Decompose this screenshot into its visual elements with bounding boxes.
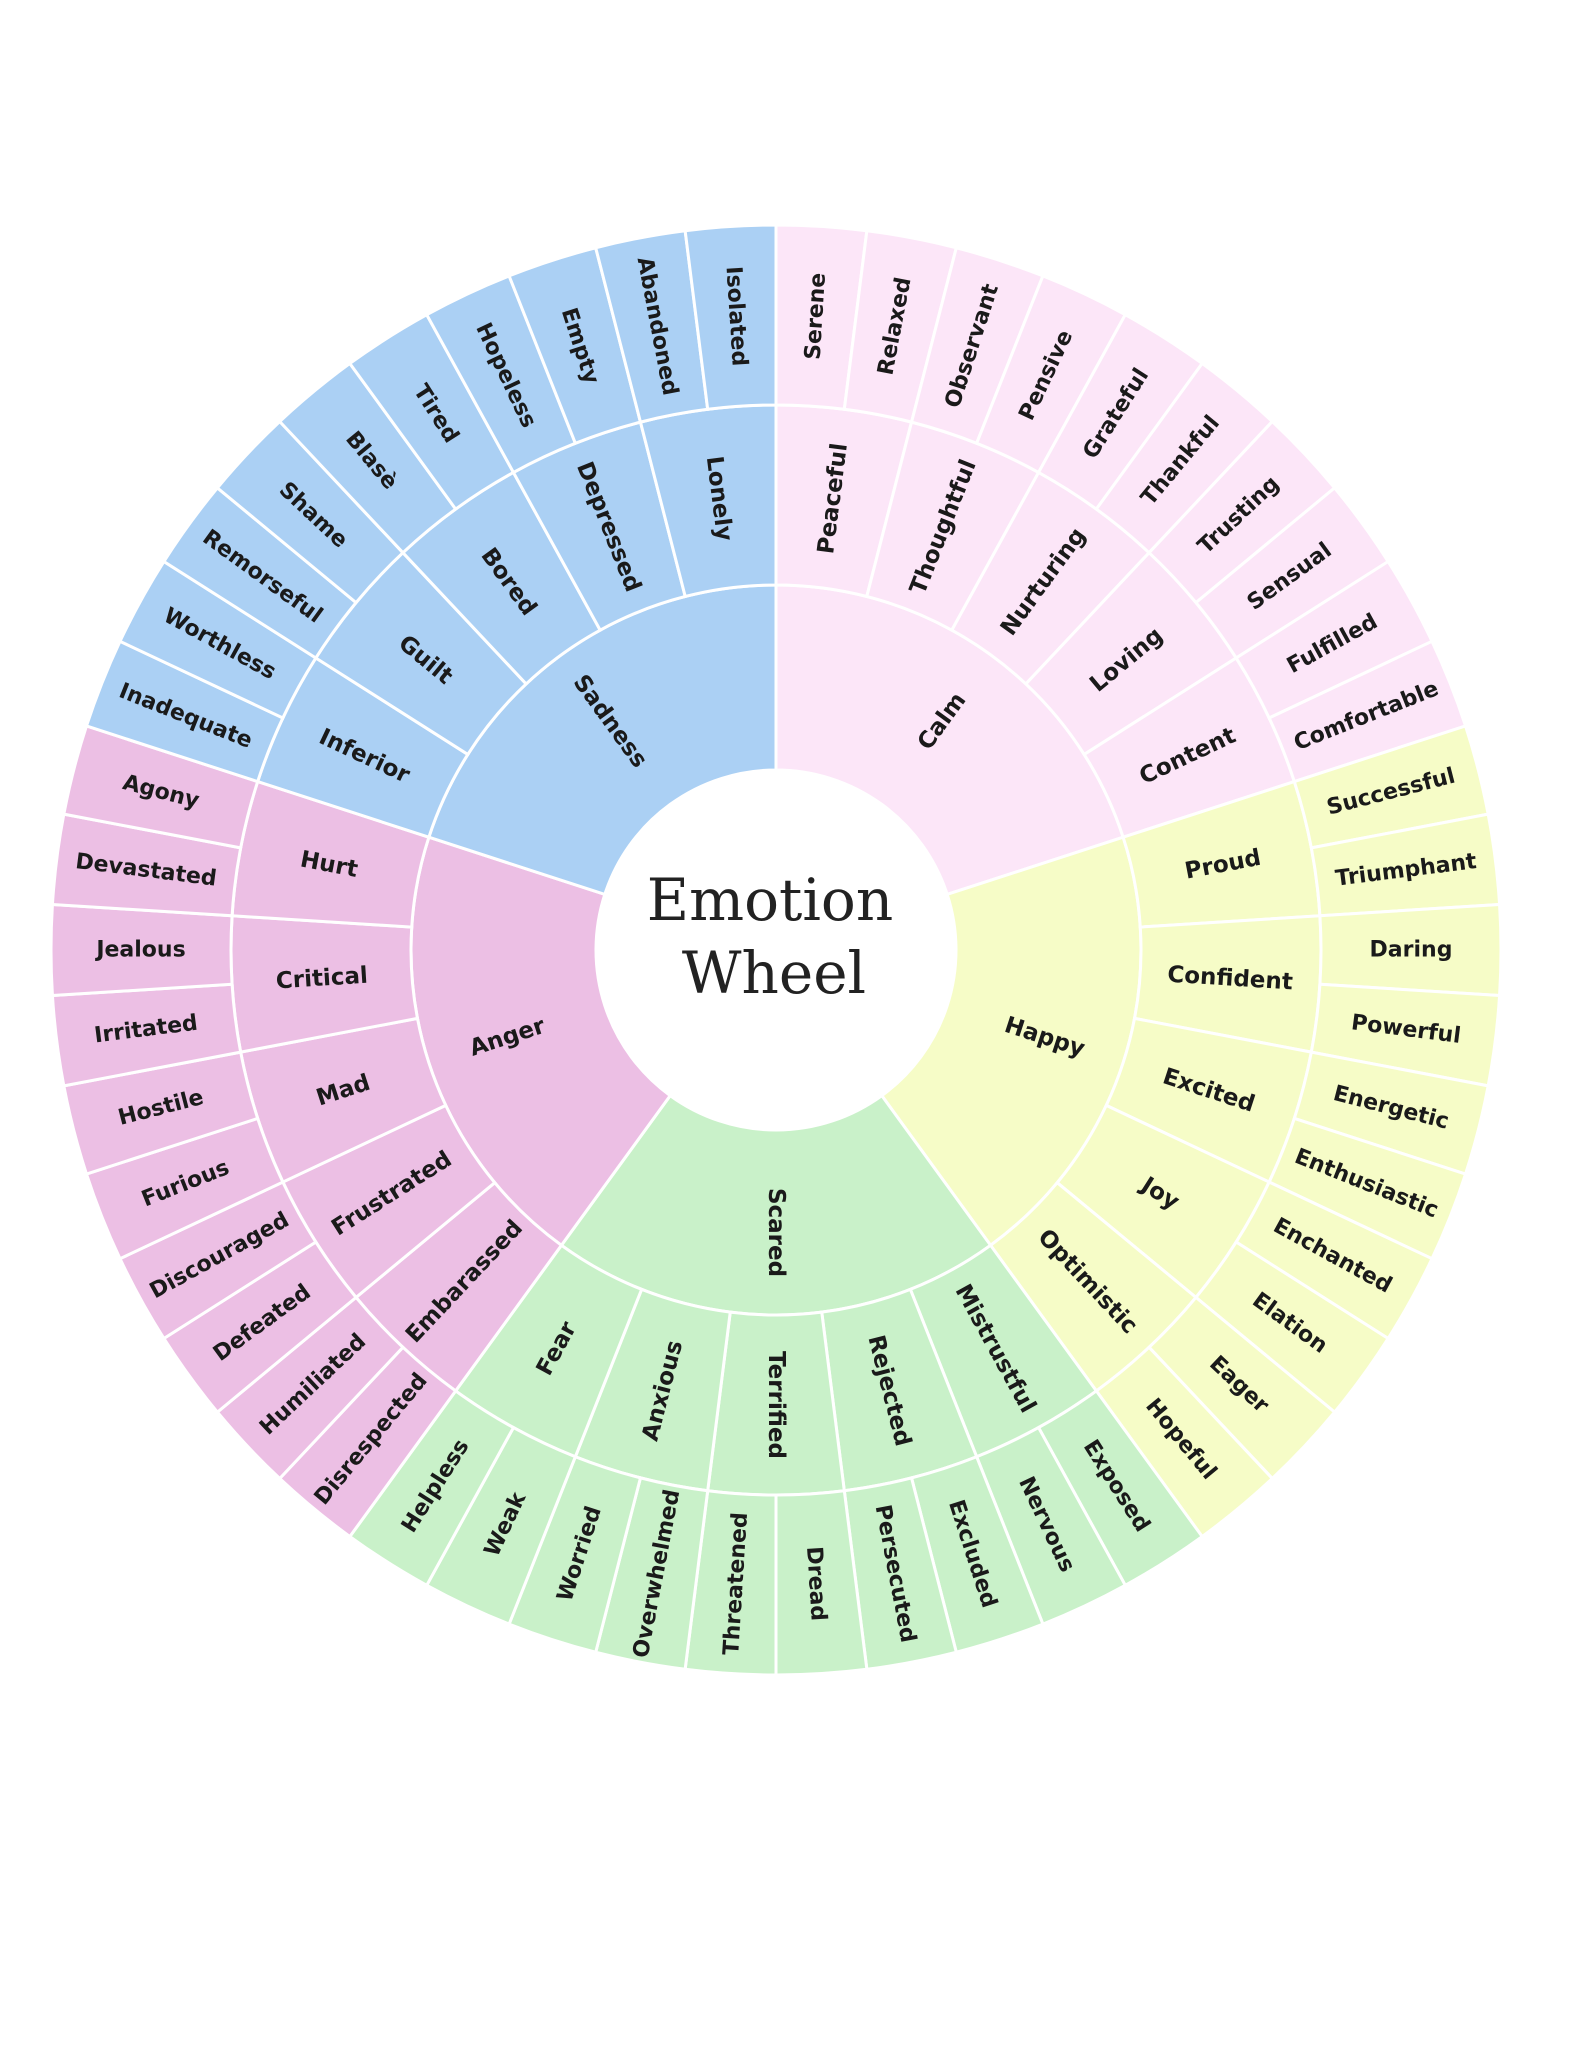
leaf-label-serene: Serene (801, 272, 831, 361)
leaf-label-jealous: Jealous (94, 938, 185, 963)
leaf-label-isolated: Isolated (721, 266, 752, 367)
mid-label-critical: Critical (275, 963, 368, 995)
core-label-scared: Scared (763, 1188, 789, 1277)
mid-label-terrified: Terrified (763, 1351, 789, 1459)
leaf-label-daring: Daring (1370, 938, 1453, 963)
title-line-1: Emotion (647, 866, 893, 934)
leaf-label-dread: Dread (801, 1546, 831, 1622)
leaf-segment-isolated (683, 223, 778, 411)
title-line-2: Wheel (682, 939, 866, 1007)
center-circle (596, 770, 956, 1130)
wheel-segments (49, 223, 1503, 1677)
